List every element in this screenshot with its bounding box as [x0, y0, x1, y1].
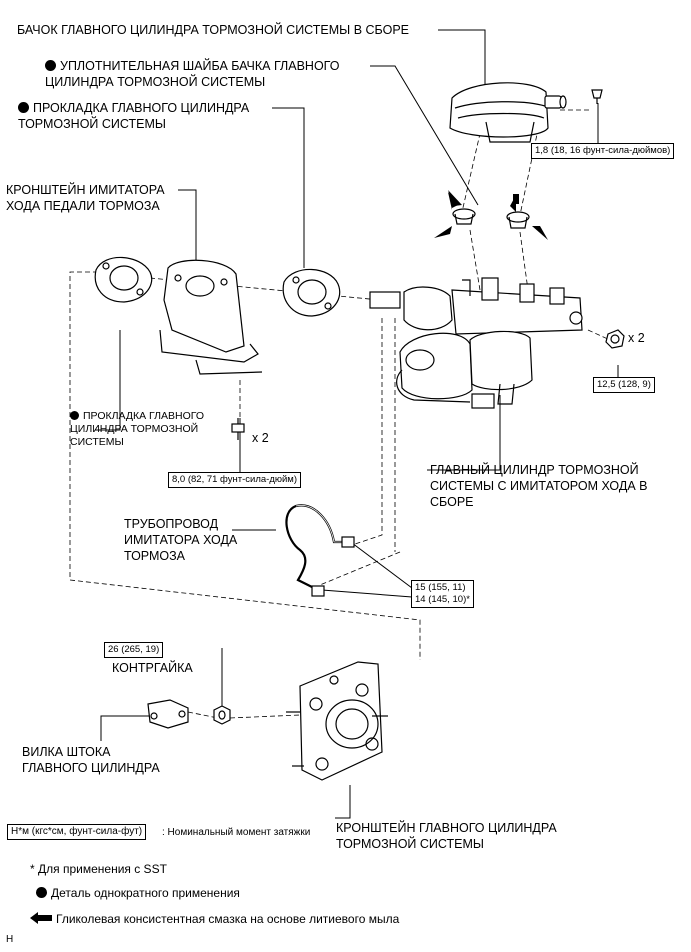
non-reusable-dot-icon: [70, 411, 79, 420]
legend-unit-desc: : Номинальный момент затяжки: [162, 827, 311, 838]
label-gasket-top-text: ПРОКЛАДКА ГЛАВНОГО ЦИЛИНДРА ТОРМОЗНОЙ СИ…: [18, 101, 250, 131]
torque-tube-nuts: 15 (155, 11) 14 (145, 10)*: [411, 580, 474, 608]
grommet-right: [506, 211, 530, 229]
legend-grease-text: Гликолевая консистентная смазка на основ…: [56, 912, 400, 926]
simulator-tube: [285, 504, 342, 591]
tube-nut-bottom: [311, 585, 325, 597]
legend-unit-box: Н*м (кгс*см, фунт-сила-фут): [7, 824, 147, 840]
reservoir-screw: [591, 89, 603, 104]
gasket-middle: [282, 268, 341, 317]
bracket-bolt: [231, 418, 245, 440]
master-cylinder-nut: [605, 329, 625, 349]
torque-reservoir-screw: 1,8 (18, 16 фунт-сила-дюймов): [531, 143, 675, 159]
multiplier-bracket-bolt: x 2: [252, 431, 269, 445]
label-mc-bracket: КРОНШТЕЙН ГЛАВНОГО ЦИЛИНДРА ТОРМОЗНОЙ СИ…: [336, 821, 557, 851]
label-reservoir-assy: БАЧОК ГЛАВНОГО ЦИЛИНДРА ТОРМОЗНОЙ СИСТЕМ…: [17, 23, 410, 37]
label-grommet-text: УПЛОТНИТЕЛЬНАЯ ШАЙБА БАЧКА ГЛАВНОГО ЦИЛИ…: [45, 59, 340, 89]
label-stroke-bracket: КРОНШТЕЙН ИМИТАТОРА ХОДА ПЕДАЛИ ТОРМОЗА: [6, 183, 165, 213]
legend-non-reusable-text: Деталь однократного применения: [51, 886, 240, 900]
label-gasket-top: ПРОКЛАДКА ГЛАВНОГО ЦИЛИНДРА ТОРМОЗНОЙ СИ…: [18, 100, 249, 132]
label-gasket-small-text: ПРОКЛАДКА ГЛАВНОГО ЦИЛИНДРА ТОРМОЗНОЙ СИ…: [70, 410, 205, 448]
grommet-left: [452, 208, 476, 225]
locknut: [213, 705, 231, 725]
multiplier-mc-nut: x 2: [628, 331, 645, 345]
legend-sst-note: * Для применения с SST: [30, 862, 167, 876]
label-clevis: ВИЛКА ШТОКА ГЛАВНОГО ЦИЛИНДРА: [22, 745, 160, 775]
label-locknut: КОНТРГАЙКА: [112, 661, 193, 675]
clevis: [147, 699, 189, 729]
non-reusable-dot-icon: [18, 102, 29, 113]
grease-arrow-icon: [30, 912, 52, 924]
legend-non-reusable: Деталь однократного применения: [36, 886, 240, 900]
master-cylinder-assembly: [369, 277, 583, 409]
torque-locknut: 26 (265, 19): [104, 642, 164, 658]
corner-mark: H: [6, 934, 14, 945]
reservoir-tank: [449, 82, 567, 143]
torque-bracket-bolt: 8,0 (82, 71 фунт-сила-дюйм): [168, 472, 301, 488]
label-simulator-tube: ТРУБОПРОВОД ИМИТАТОРА ХОДА ТОРМОЗА: [124, 517, 238, 563]
leader-lines: [95, 29, 619, 819]
label-gasket-small: ПРОКЛАДКА ГЛАВНОГО ЦИЛИНДРА ТОРМОЗНОЙ СИ…: [70, 410, 204, 449]
non-reusable-dot-icon: [36, 887, 47, 898]
grease-arrows: [434, 190, 548, 240]
stroke-simulator-bracket: [159, 259, 263, 375]
legend-grease: Гликолевая консистентная смазка на основ…: [30, 912, 399, 926]
label-master-cylinder-assy: ГЛАВНЫЙ ЦИЛИНДР ТОРМОЗНОЙ СИСТЕМЫ С ИМИТ…: [430, 463, 648, 509]
tube-nut-top: [341, 536, 355, 548]
label-grommet: УПЛОТНИТЕЛЬНАЯ ШАЙБА БАЧКА ГЛАВНОГО ЦИЛИ…: [45, 58, 339, 90]
non-reusable-dot-icon: [45, 60, 56, 71]
gasket-left: [94, 256, 153, 303]
torque-mc-nut: 12,5 (128, 9): [593, 377, 655, 393]
master-cylinder-bracket: [286, 661, 388, 781]
